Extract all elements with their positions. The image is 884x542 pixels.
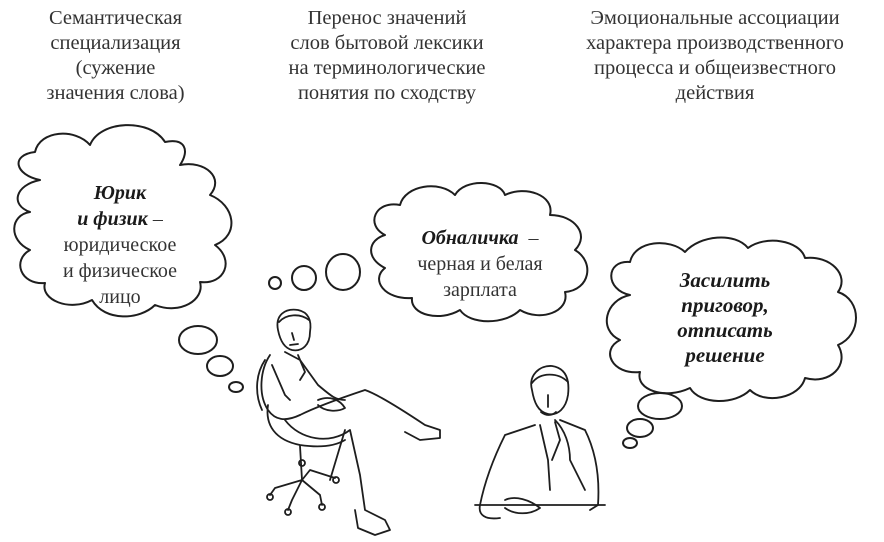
heading-line: процесса и общеизвестного (593, 57, 837, 79)
thought-cloud-1 (13, 124, 233, 318)
cloud-1-definition: лицо (99, 286, 141, 308)
cloud-1-definition: и физическое (62, 260, 178, 282)
cloud-2-definition: черная и белая (417, 253, 543, 275)
heading-line: на терминологические (288, 57, 486, 79)
thought-bubble (268, 276, 282, 290)
cloud-1-text: Юрик и физик – юридическое и физическое … (40, 180, 200, 310)
cloud-1-term: и физик (77, 208, 148, 230)
cloud-2-definition: зарплата (443, 279, 517, 301)
thought-bubble (622, 437, 638, 449)
cloud-2-term-line: Обналичка – (380, 225, 580, 251)
figure-man-at-desk (474, 365, 606, 520)
cloud-1-term-line: и физик – (40, 206, 200, 232)
heading-line: Перенос значений (307, 7, 467, 29)
heading-line: Семантическая (48, 7, 183, 29)
heading-meaning-transfer: Перенос значений слов бытовой лексики на… (262, 6, 512, 106)
cloud-2-text: Обналичка – черная и белая зарплата (380, 225, 580, 303)
figure-man-in-chair (256, 308, 441, 536)
cloud-3-term: решение (685, 343, 765, 367)
heading-line: характера производственного (586, 32, 844, 54)
cloud-2-term: Обналичка (421, 227, 519, 249)
thought-cloud-3 (605, 236, 857, 402)
heading-semantic-specialization: Семантическая специализация (сужение зна… (8, 6, 223, 106)
thought-bubble (206, 355, 234, 377)
cloud-3-term: Засилить (679, 268, 771, 292)
heading-line: значения слова) (46, 82, 185, 104)
cloud-3-term: приговор, (681, 293, 769, 317)
dash: – (518, 227, 539, 249)
heading-line: слов бытовой лексики (290, 32, 484, 54)
dash: – (147, 208, 163, 230)
heading-line: Эмоциональные ассоциации (590, 7, 840, 29)
cloud-1-term: Юрик (93, 182, 147, 204)
thought-bubble (291, 265, 317, 291)
heading-emotional-associations: Эмоциональные ассоциации характера произ… (555, 6, 875, 106)
thought-bubble (325, 253, 361, 291)
thought-cloud-2 (370, 182, 589, 323)
heading-line: (сужение (75, 57, 156, 79)
heading-line: понятия по сходству (297, 82, 477, 104)
cloud-1-definition: юридическое (63, 234, 177, 256)
thought-bubble (626, 418, 654, 438)
cloud-3-text: Засилить приговор, отписать решение (640, 268, 810, 368)
thought-bubble (178, 325, 218, 355)
cloud-3-term: отписать (677, 318, 773, 342)
heading-line: специализация (50, 32, 181, 54)
thought-bubble (637, 392, 683, 420)
heading-line: действия (675, 82, 755, 104)
thought-bubble (228, 381, 244, 393)
